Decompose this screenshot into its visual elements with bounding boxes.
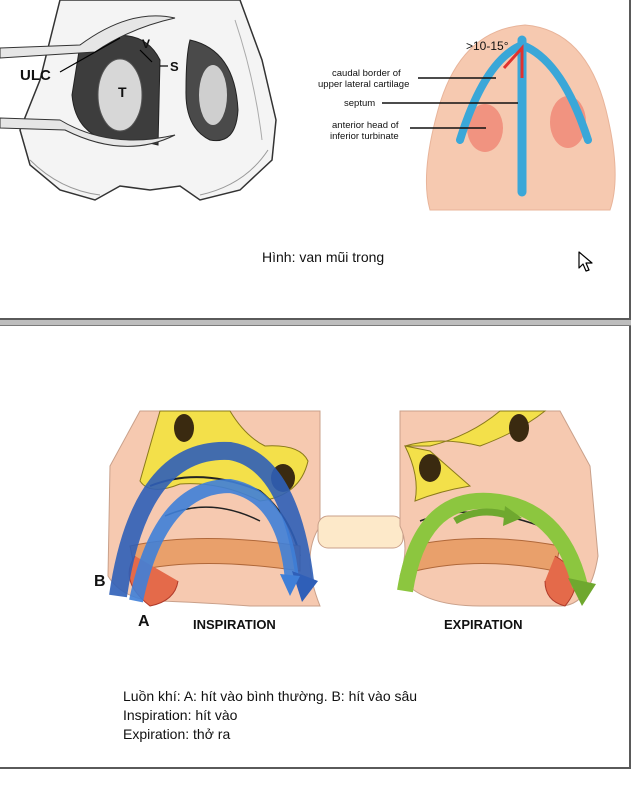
label-ulc: ULC xyxy=(20,67,51,84)
figure-caption-2: Luồn khí: A: hít vào bình thường. B: hít… xyxy=(123,687,417,744)
surgical-drawing: ULC V S T xyxy=(0,0,277,201)
page-separator xyxy=(0,318,631,326)
palate-bridge xyxy=(317,515,404,549)
turbinate-label-line2: inferior turbinate xyxy=(330,131,399,142)
caption-line: Expiration: thở ra xyxy=(123,726,231,742)
caudal-label-line1: caudal border of xyxy=(332,68,401,79)
inspiration-head xyxy=(107,410,321,607)
label-s: S xyxy=(170,59,179,74)
document-page-1: ULC V S T >10-15° caudal border of upper… xyxy=(0,0,631,318)
caption-line: Luồn khí: A: hít vào bình thường. B: hít… xyxy=(123,688,418,704)
label-t: T xyxy=(118,84,127,100)
label-b: B xyxy=(94,573,106,590)
label-v: V xyxy=(142,37,150,51)
expiration-label: EXPIRATION xyxy=(444,617,523,632)
septum-label: septum xyxy=(344,98,375,109)
angle-label: >10-15° xyxy=(466,39,509,53)
expiration-head xyxy=(397,410,599,607)
turbinate-label-line1: anterior head of xyxy=(332,120,399,131)
inspiration-label: INSPIRATION xyxy=(193,617,276,632)
mouse-pointer-icon xyxy=(578,251,593,272)
nasal-valve-diagram: >10-15° caudal border of upper lateral c… xyxy=(318,24,616,211)
airflow-diagram: B A INSPIRATION EXPIRATION xyxy=(94,410,599,632)
caudal-label-line2: upper lateral cartilage xyxy=(318,79,409,90)
caption-line: Inspiration: hít vào xyxy=(123,707,238,723)
document-page-2: B A INSPIRATION EXPIRATION Luồn khí: A: … xyxy=(0,326,631,769)
figure-caption-1: Hình: van mũi trong xyxy=(262,249,385,265)
label-a: A xyxy=(138,613,150,630)
